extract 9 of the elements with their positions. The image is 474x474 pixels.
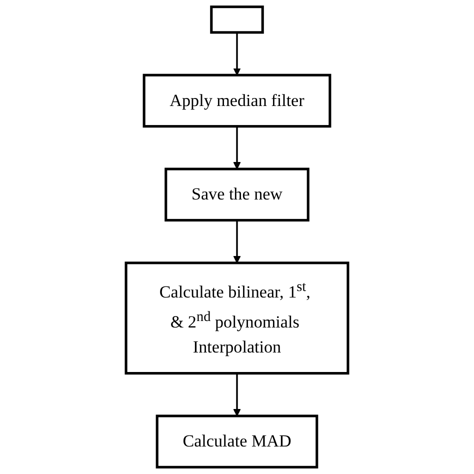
node-box bbox=[210, 6, 264, 34]
node-box: Calculate bilinear, 1$^{st}$, & 2$^{nd}$ polynomials Interpolation bbox=[124, 262, 350, 375]
node-box: Calculate MAD bbox=[156, 414, 318, 468]
arrow bbox=[233, 32, 241, 76]
node-box: Save the new bbox=[164, 168, 310, 222]
arrow bbox=[233, 373, 241, 416]
arrow bbox=[233, 220, 241, 264]
arrow bbox=[233, 126, 241, 170]
node-box: Apply median filter bbox=[142, 74, 332, 128]
